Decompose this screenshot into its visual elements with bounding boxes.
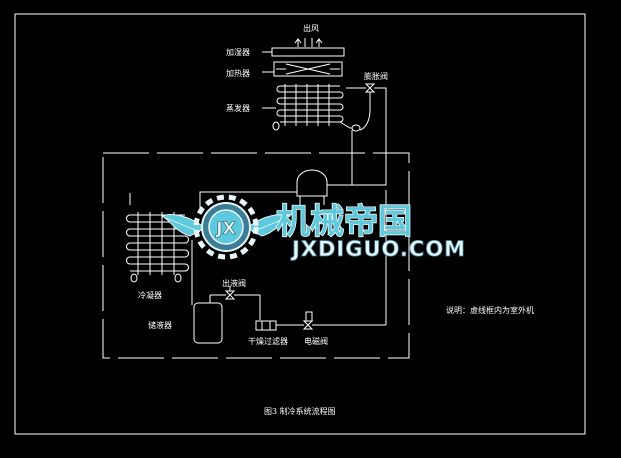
dry-filter-label: 干燥过滤器 [248,336,288,346]
receiver-label: 储液器 [148,320,172,330]
heater-label: 加热器 [226,68,250,78]
expansion-valve [346,83,376,131]
liquid-outlet-valve [209,286,261,320]
evaporator-label: 蒸发器 [226,103,250,113]
compressor-discharge-line [199,191,297,210]
outdoor-unit-boundary [102,152,410,359]
compressor [296,169,328,205]
expansion-valve-label: 膨胀阀 [364,71,388,81]
note-text: 说明：虚线框内为室外机 [446,305,534,315]
evaporator-coil [272,84,361,132]
heater-box [273,61,343,77]
solenoid-valve [302,311,386,330]
outlet-air-label: 出风 [303,23,319,33]
refrigerant-lines [327,87,387,186]
humidifier-label: 加湿器 [226,47,250,57]
condenser-label: 冷凝器 [138,290,162,300]
receiver-tank [193,302,223,344]
gear-icon: JX [193,194,259,260]
solenoid-valve-label: 电磁阀 [304,336,328,346]
outlet-air-arrows [294,38,323,47]
watermark-text-en: JXDIGUO.COM [290,237,466,261]
dry-filter [255,320,304,331]
figure-caption: 图3 制冷系统流程图 [264,406,336,416]
liquid-outlet-valve-label: 出液阀 [222,278,246,288]
humidifier-box [271,47,345,57]
drawing-frame [14,13,586,435]
heater-cross [276,63,340,75]
emblem-text: JX [215,219,235,239]
watermark-text-cn: 机械帝国 [276,202,412,242]
watermark-logo: JX 机械帝国 JXDIGUO.COM [160,194,466,261]
